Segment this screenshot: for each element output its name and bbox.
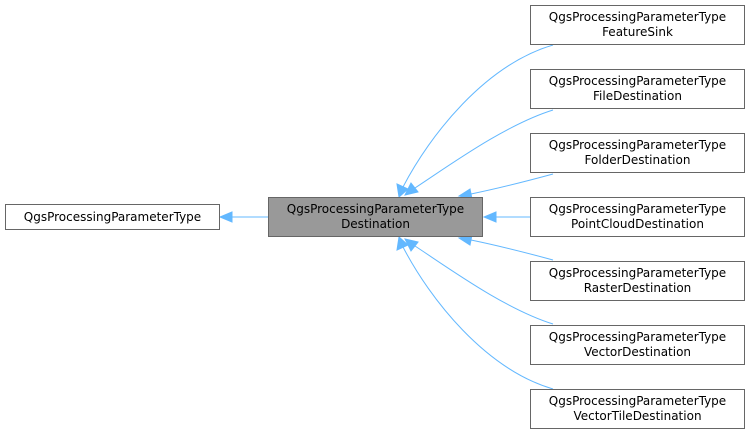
node-filedestination-line2: FileDestination <box>593 89 682 103</box>
node-pointclouddestination-line2: PointCloudDestination <box>571 217 704 231</box>
node-vectordestination-line2: VectorDestination <box>584 345 691 359</box>
edges <box>218 44 554 390</box>
node-folderdestination[interactable]: QgsProcessingParameterType FolderDestina… <box>530 133 745 173</box>
node-featuresink[interactable]: QgsProcessingParameterType FeatureSink <box>530 5 745 45</box>
node-pointclouddestination[interactable]: QgsProcessingParameterType PointCloudDes… <box>530 197 745 237</box>
node-featuresink-line2: FeatureSink <box>602 25 673 39</box>
node-rasterdestination-line2: RasterDestination <box>584 281 692 295</box>
arrowhead-vectortiledestination <box>396 236 409 251</box>
arrowhead-filedestination <box>404 182 419 196</box>
node-filedestination-box <box>530 69 745 109</box>
node-vectordestination-box <box>530 325 745 365</box>
edge-featuresink <box>402 44 554 188</box>
node-vectortiledestination-box <box>530 389 745 429</box>
node-base[interactable]: QgsProcessingParameterType <box>5 204 220 230</box>
arrowhead-pointclouddestination <box>482 211 497 223</box>
edge-vectortiledestination <box>402 246 554 390</box>
node-featuresink-box <box>530 5 745 45</box>
node-filedestination[interactable]: QgsProcessingParameterType FileDestinati… <box>530 69 745 109</box>
arrowhead-base <box>218 211 233 223</box>
edge-filedestination <box>414 109 554 189</box>
edge-folderdestination <box>470 173 554 195</box>
node-vectordestination[interactable]: QgsProcessingParameterType VectorDestina… <box>530 325 745 365</box>
arrowhead-featuresink <box>396 183 409 198</box>
edge-vectordestination <box>414 245 554 325</box>
node-filedestination-line1: QgsProcessingParameterType <box>549 74 726 88</box>
node-rasterdestination-box <box>530 261 745 301</box>
node-pointclouddestination-line1: QgsProcessingParameterType <box>549 202 726 216</box>
node-pointclouddestination-box <box>530 197 745 237</box>
node-folderdestination-line2: FolderDestination <box>585 153 691 167</box>
node-base-box <box>5 204 220 230</box>
node-focus-line2: Destination <box>341 217 410 231</box>
edge-rasterdestination <box>470 239 554 261</box>
node-vectortiledestination-line2: VectorTileDestination <box>573 409 701 423</box>
node-vectortiledestination[interactable]: QgsProcessingParameterType VectorTileDes… <box>530 389 745 429</box>
node-folderdestination-line1: QgsProcessingParameterType <box>549 138 726 152</box>
node-featuresink-line1: QgsProcessingParameterType <box>549 10 726 24</box>
node-focus-line1: QgsProcessingParameterType <box>287 202 464 216</box>
node-vectordestination-line1: QgsProcessingParameterType <box>549 330 726 344</box>
node-folderdestination-box <box>530 133 745 173</box>
node-focus-box <box>268 197 483 237</box>
node-vectortiledestination-line1: QgsProcessingParameterType <box>549 394 726 408</box>
node-focus: QgsProcessingParameterType Destination <box>268 197 483 237</box>
node-base-label: QgsProcessingParameterType <box>24 210 201 224</box>
node-rasterdestination-line1: QgsProcessingParameterType <box>549 266 726 280</box>
node-rasterdestination[interactable]: QgsProcessingParameterType RasterDestina… <box>530 261 745 301</box>
